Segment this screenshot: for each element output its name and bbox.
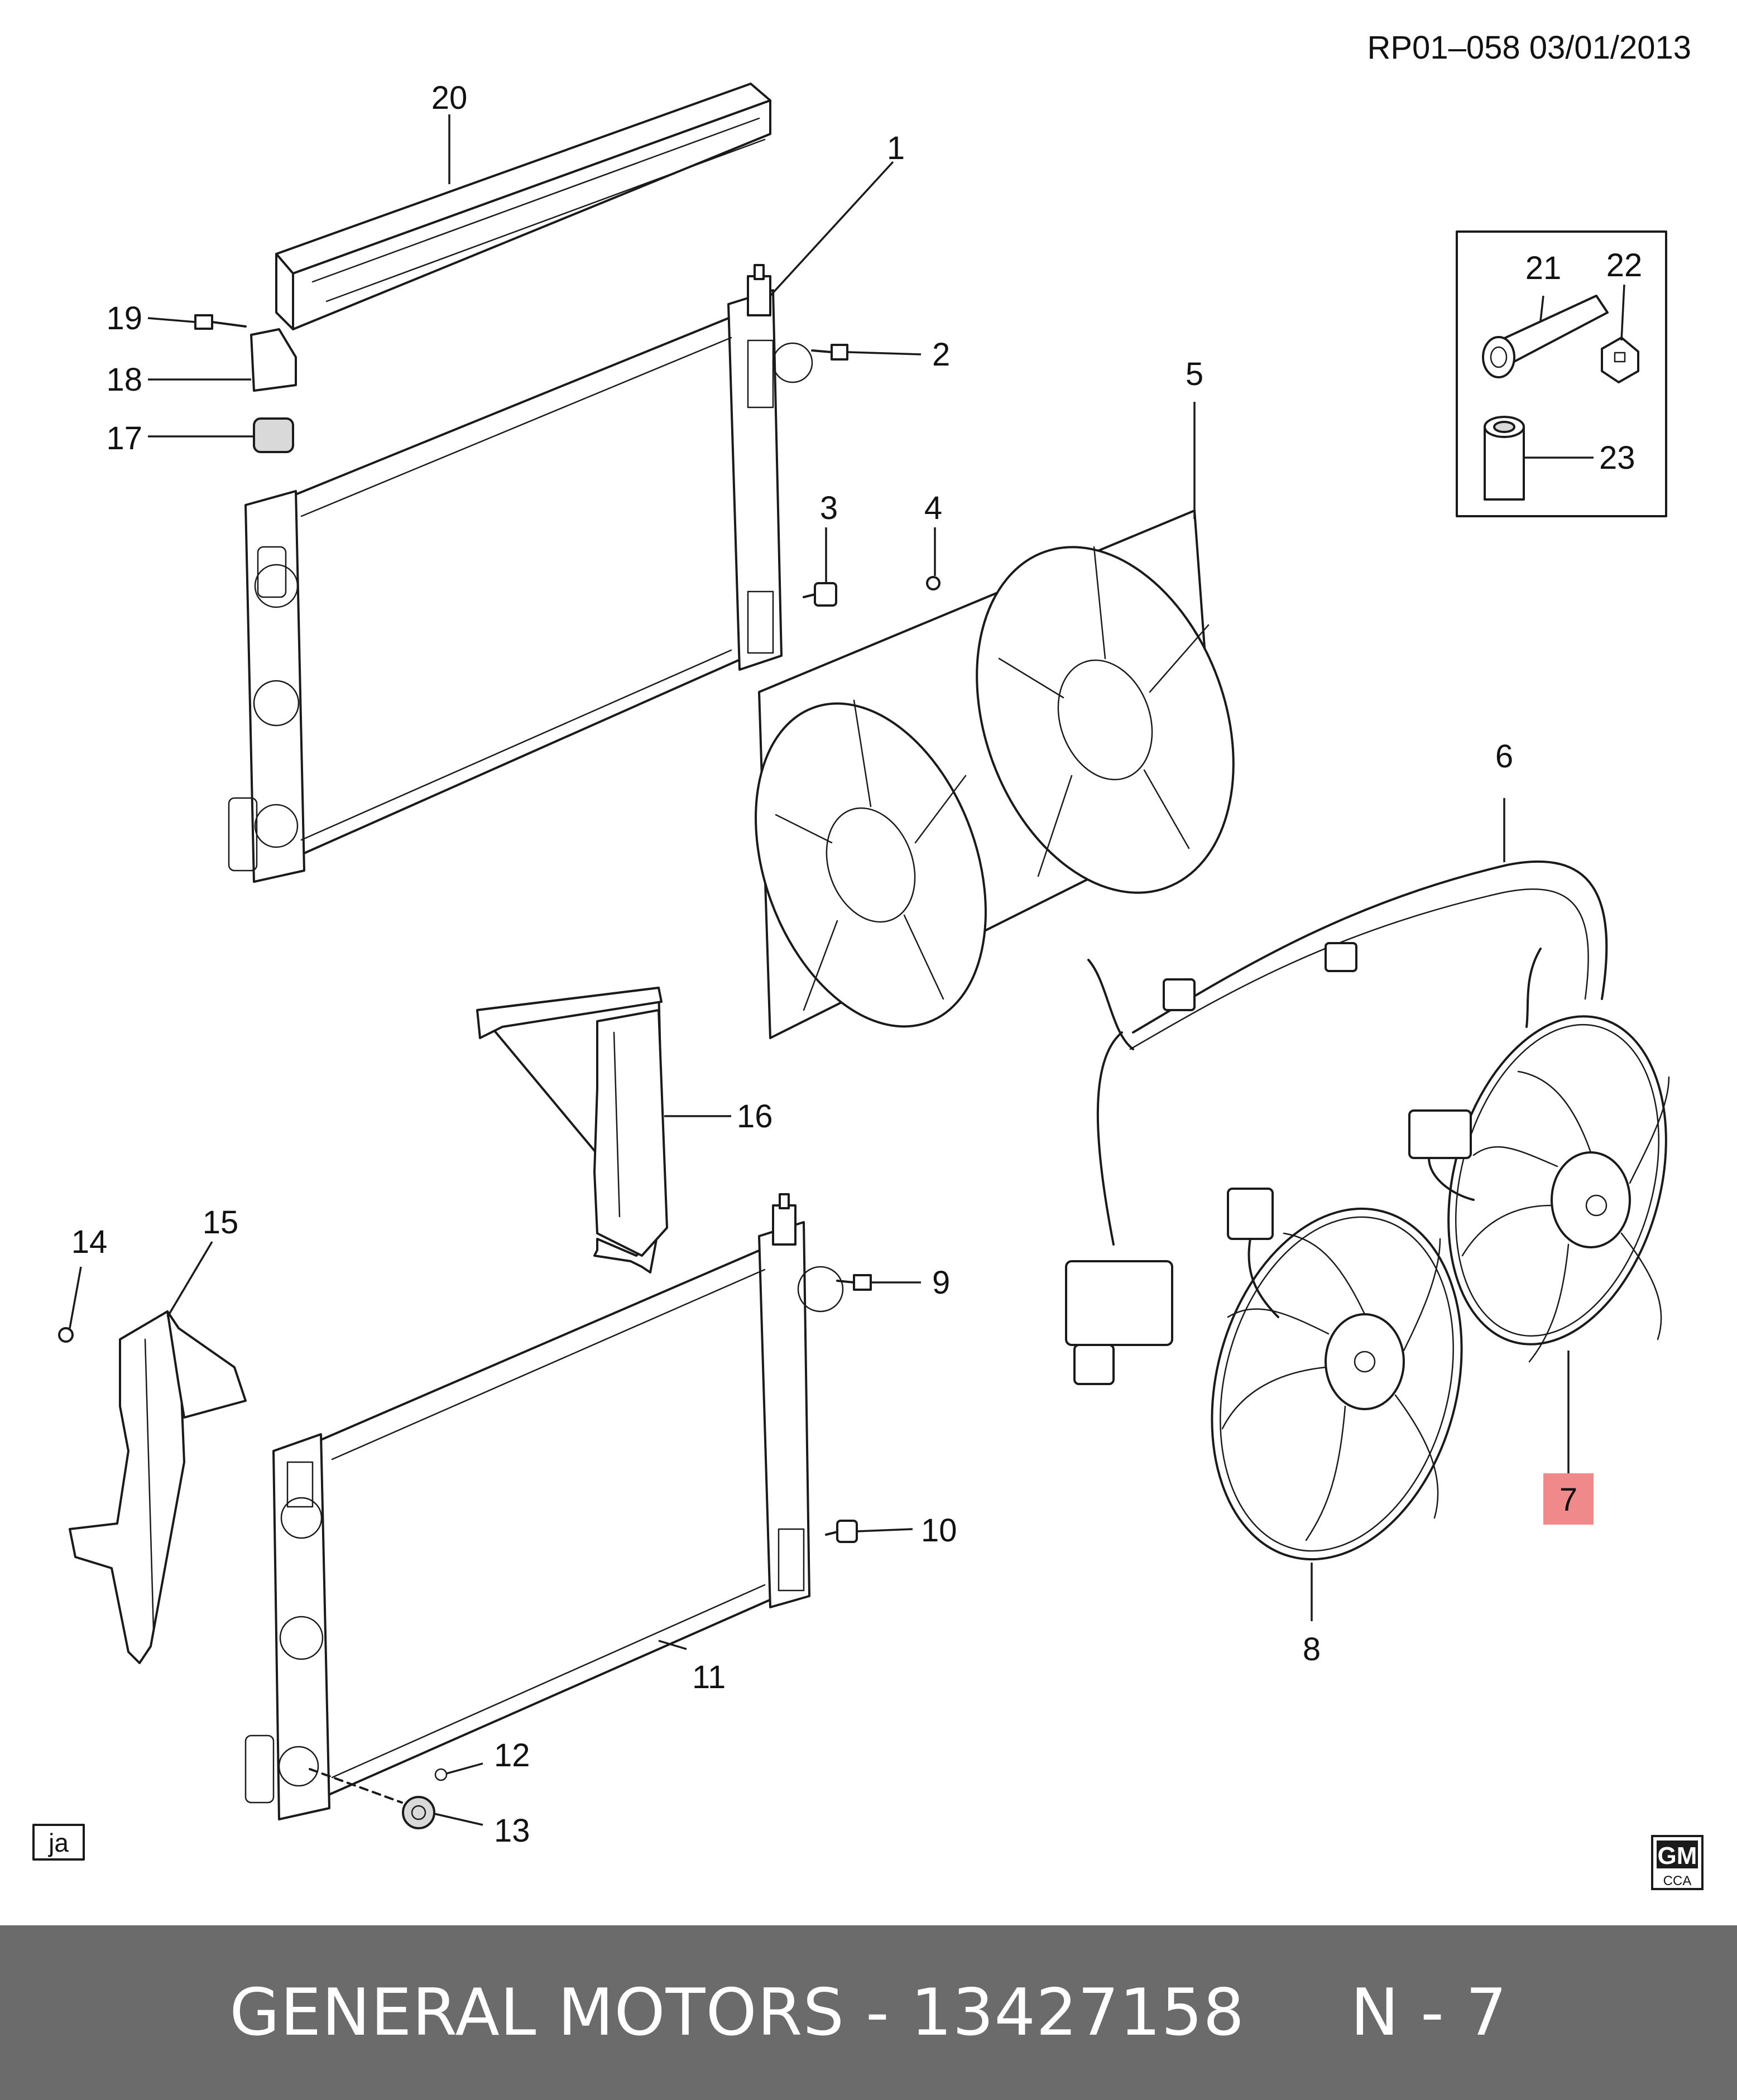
callout-14: 14 xyxy=(71,1224,108,1260)
clip-part-4 xyxy=(926,576,941,590)
clip-part-14 xyxy=(58,1327,74,1343)
callout-21: 21 xyxy=(1525,250,1562,286)
bolt-part-21 xyxy=(1482,295,1609,378)
radiator-cap-mount-part-1 xyxy=(747,264,771,316)
callout-6: 6 xyxy=(1495,738,1513,775)
air-baffle-part-16 xyxy=(476,987,668,1274)
callout-labels: 20 1 19 2 18 5 17 3 4 6 16 14 15 9 10 11… xyxy=(71,80,1643,1849)
sensor-part-3 xyxy=(803,582,837,607)
footer-text: GENERAL MOTORS - 13427158 N - 7 xyxy=(229,1975,1507,2050)
air-baffle-part-15 xyxy=(69,1310,247,1664)
callout-11: 11 xyxy=(692,1659,726,1695)
hardware-inset xyxy=(1456,230,1667,517)
callout-23: 23 xyxy=(1599,440,1635,476)
callout-13: 13 xyxy=(494,1813,530,1849)
upper-air-baffle-part-20 xyxy=(275,83,771,330)
gm-logo-sub: CCA xyxy=(1663,1873,1692,1888)
footer-separator: - xyxy=(865,1975,890,2050)
callout-1: 1 xyxy=(887,130,905,166)
footer-bar: GENERAL MOTORS - 13427158 N - 7 xyxy=(0,1925,1737,2100)
sensor-part-10 xyxy=(825,1520,858,1543)
wiring-harness-part-6 xyxy=(1065,860,1608,1385)
callout-7: 7 xyxy=(1560,1482,1577,1518)
corner-tag: ja xyxy=(32,1824,85,1861)
highlighted-callout-7: 7 xyxy=(1543,1473,1594,1525)
callout-9: 9 xyxy=(932,1265,950,1301)
cooling-fan-part-7 xyxy=(1408,1015,1670,1363)
reference-code: RP01–058 03/01/2013 xyxy=(1367,30,1691,66)
spacer-part-23 xyxy=(1484,416,1525,501)
bolt-part-19 xyxy=(194,314,247,330)
callout-10: 10 xyxy=(921,1512,957,1549)
callout-17: 17 xyxy=(106,420,142,456)
parts-diagram: RP01–058 03/01/2013 xyxy=(32,30,1704,1890)
footer-part-number: 13427158 xyxy=(910,1975,1245,2050)
footer-position: N - 7 xyxy=(1350,1975,1508,2050)
callout-3: 3 xyxy=(820,490,838,526)
callout-5: 5 xyxy=(1186,356,1203,392)
bolt-part-2 xyxy=(811,344,848,361)
callout-22: 22 xyxy=(1606,247,1643,283)
lower-insulator-part-13 xyxy=(309,1768,435,1829)
footer-brand: GENERAL MOTORS xyxy=(229,1975,845,2050)
gm-logo-main: GM xyxy=(1658,1842,1697,1870)
callout-8: 8 xyxy=(1303,1631,1321,1667)
upper-radiator-assembly xyxy=(228,289,813,883)
gm-logo: GM CCA xyxy=(1651,1835,1704,1890)
clip-part-12 xyxy=(434,1768,448,1781)
fan-shroud-part-5 xyxy=(755,510,1235,1039)
callout-20: 20 xyxy=(431,80,468,116)
callout-19: 19 xyxy=(106,300,142,337)
callout-16: 16 xyxy=(737,1098,773,1135)
leader-lines xyxy=(69,114,1625,1826)
highlight-box xyxy=(1543,1473,1594,1525)
callout-18: 18 xyxy=(106,362,142,398)
callout-2: 2 xyxy=(932,337,950,373)
callout-12: 12 xyxy=(494,1737,530,1774)
cooling-fan-part-8 xyxy=(1211,1188,1463,1561)
nut-part-22 xyxy=(1601,337,1639,383)
upper-bracket-part-18 xyxy=(250,328,297,392)
corner-tag-text: ja xyxy=(47,1828,69,1857)
callout-15: 15 xyxy=(203,1204,239,1241)
upper-insulator-part-17 xyxy=(253,417,294,453)
radiator-part-11 xyxy=(244,1193,844,1820)
callout-4: 4 xyxy=(924,490,942,526)
